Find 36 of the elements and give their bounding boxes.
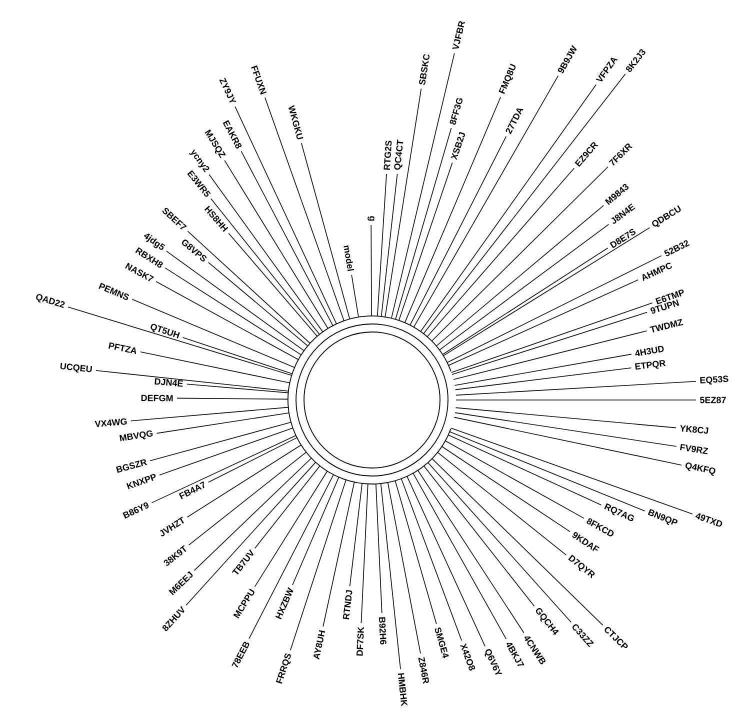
leaf-label: DEFGM: [141, 394, 173, 402]
leaf-label: VX4WG: [94, 418, 127, 427]
leaf-label: HMBHK: [398, 673, 408, 706]
leaf-label: 49TXD: [695, 513, 722, 527]
leaf-label: RTNDJ: [342, 590, 352, 620]
leaf-label: QC4CT: [394, 140, 404, 170]
leaf-label: X42O8: [460, 643, 476, 671]
leaf-label: YK8CJ: [680, 425, 708, 434]
leaf-label: AY8UH: [313, 630, 326, 660]
leaf-label: WKGKU: [288, 104, 304, 140]
leaf-label: PFTZA: [108, 342, 136, 354]
leaf-label: 8FF3G: [450, 98, 462, 125]
leaf-label: DJN4E: [154, 378, 183, 387]
leaf-label: FV9RZ: [680, 444, 708, 454]
leaf-label: ETPQR: [635, 360, 666, 370]
leaf-label: UCQEU: [60, 362, 92, 373]
leaf-label: Z846R: [418, 657, 429, 684]
leaf-label: SMGE4: [434, 628, 449, 658]
leaf-label: 4H3UD: [635, 346, 664, 356]
leaf-label: VJFBR: [452, 21, 466, 49]
leaf-label: 5EZ87: [700, 396, 726, 404]
leaf-label: Q4KFQ: [686, 462, 716, 476]
leaf-label: TWDMZ: [650, 318, 684, 332]
leaf-label: XSB2J: [450, 132, 465, 160]
leaf-label: DF7SK: [356, 626, 364, 656]
leaf-label: EQ53S: [700, 376, 728, 385]
leaf-label: QAD22: [36, 294, 65, 308]
leaf-label: MBVQG: [120, 430, 153, 442]
leaf-label: g: [368, 216, 374, 221]
leaf-label: BGSZR: [116, 459, 148, 473]
leaf-label: RTG2S: [384, 140, 392, 170]
leaf-label: model: [344, 245, 354, 272]
leaf-label: B92H6: [378, 617, 386, 644]
leaf-label: QT5UH: [150, 324, 180, 338]
leaf-label: FRRQS: [276, 653, 291, 684]
leaf-label: SBSKC: [419, 54, 430, 85]
